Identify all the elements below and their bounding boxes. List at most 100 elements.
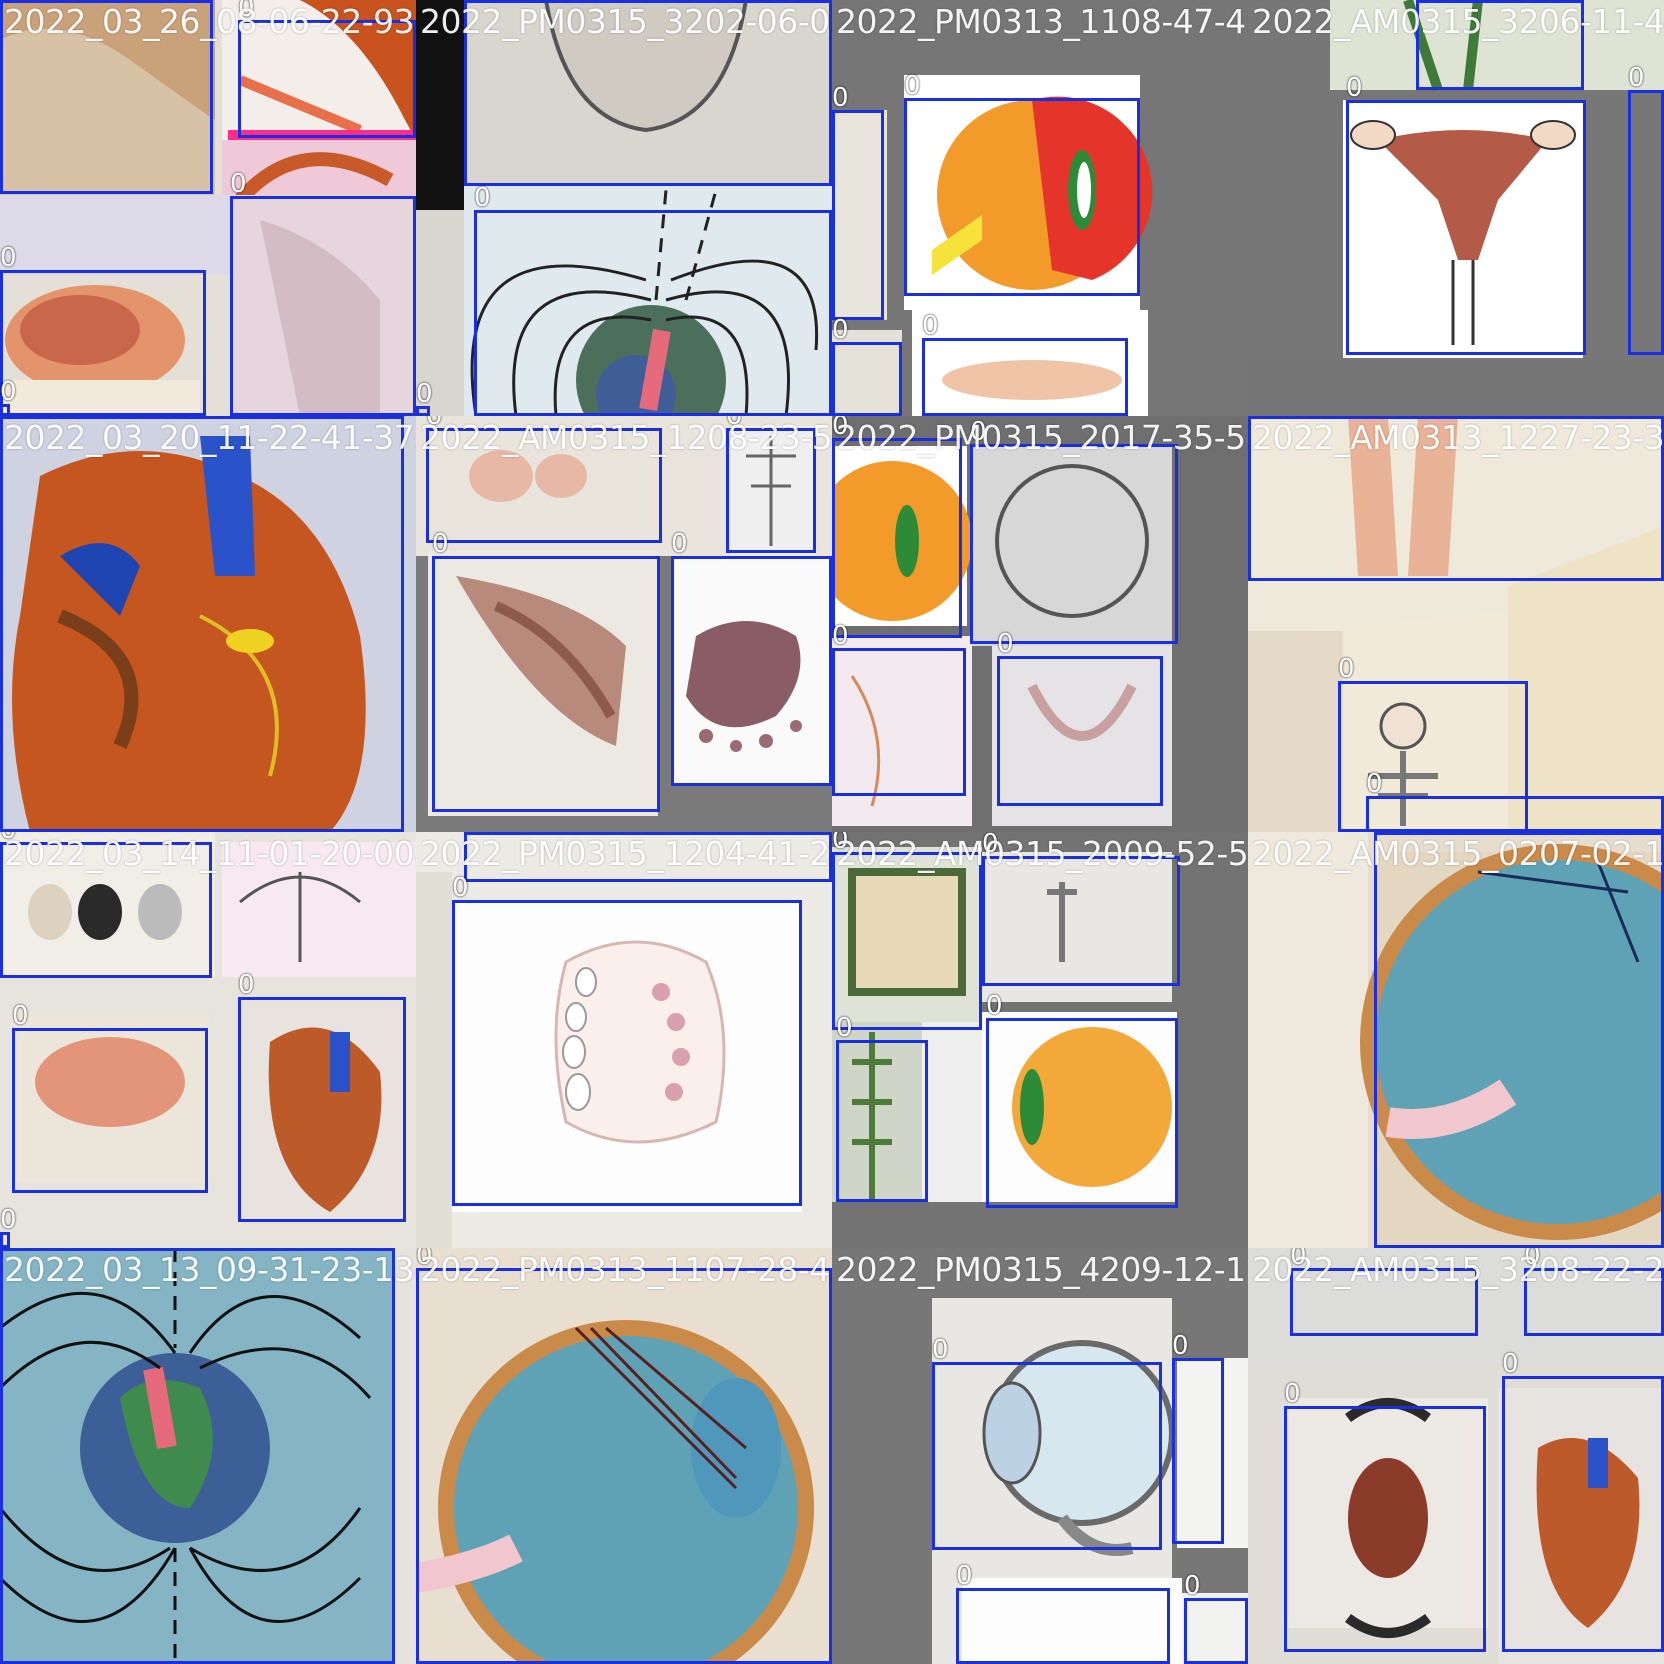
tile-12-photo <box>0 1248 416 1664</box>
tile-title: 2022_AM0315_2009-52-53-8846 <box>836 834 1248 873</box>
class-label: 0 <box>474 183 491 213</box>
detection-box: 0 <box>832 621 966 796</box>
detection-box: 0 <box>1248 416 1664 581</box>
tile-3: 2022_AM0315_3206-11-44-5 0 0 0 <box>1248 0 1664 416</box>
tile-6: 2022_PM0315_2017-35-52-5017 0 0 0 0 <box>832 416 1248 832</box>
class-label: 0 <box>1172 1331 1189 1361</box>
tile-0: 2022_03_26_08-06-22-9338 0 0 0 0 0 <box>0 0 416 416</box>
class-label: 0 <box>0 243 17 273</box>
class-label: 0 <box>452 873 469 903</box>
detection-box: 0 <box>238 0 416 138</box>
class-label: 0 <box>1628 63 1645 93</box>
detection-box: 0 <box>1416 0 1584 90</box>
class-label: 0 <box>0 377 17 407</box>
detection-box: 0 <box>0 1205 17 1248</box>
tile-title: 2022_AM0315_1208-23-57-1419 <box>420 418 832 457</box>
tile-1: 2022_PM0315_3202-06-05-7180 0 0 0 <box>416 0 832 416</box>
tile-14-photo <box>832 1248 1248 1664</box>
tile-4-photo <box>0 416 416 832</box>
tile-6-photo <box>832 416 1248 832</box>
class-label: 0 <box>904 71 921 101</box>
tile-title: 2022_PM0315_4209-12-17-0462 <box>836 1250 1248 1289</box>
detection-box: 0 <box>238 970 406 1222</box>
tile-title: 2022_03_13_09-31-23-134 <box>4 1250 416 1289</box>
detection-box: 0 <box>1184 1571 1248 1664</box>
class-label: 0 <box>1416 0 1433 3</box>
class-label: 0 <box>426 416 443 431</box>
class-label: 0 <box>416 1248 433 1271</box>
tile-12: 2022_03_13_09-31-23-134 0 <box>0 1248 416 1664</box>
detection-box: 0 <box>452 873 802 1206</box>
tile-title: 2022_AM0313_1227-23-34-30 <box>1252 418 1664 457</box>
detection-box: 0 <box>832 83 884 320</box>
detection-box: 0 <box>932 1335 1162 1550</box>
tile-3-photo <box>1248 0 1664 416</box>
class-label: 0 <box>1524 1248 1541 1271</box>
tile-8-photo <box>0 832 416 1248</box>
tile-title: 2022_PM0313_1108-47-45-7760 <box>836 2 1248 41</box>
class-label: 0 <box>238 0 255 23</box>
class-label: 0 <box>464 0 481 3</box>
class-label: 0 <box>238 970 255 1000</box>
detection-box: 0 <box>982 832 1180 986</box>
class-label: 0 <box>1248 416 1265 419</box>
tile-title: 2022_AM0315_0207-02-18-4362 <box>1252 834 1664 873</box>
detection-box: 0 <box>1284 1379 1486 1652</box>
class-label: 0 <box>1284 1379 1301 1409</box>
tile-9: 2022_PM0315_1204-41-22-6792 0 0 <box>416 832 832 1248</box>
class-label: 0 <box>922 311 939 341</box>
class-label: 0 <box>836 1013 853 1043</box>
detection-box: 0 <box>1524 1248 1664 1336</box>
tile-10: 2022_AM0315_2009-52-53-8846 0 0 0 0 <box>832 832 1248 1248</box>
detection-box: 0 <box>0 832 212 978</box>
detection-box: 0 <box>1366 769 1664 832</box>
detection-box: 0 <box>832 416 962 638</box>
tile-title: 2022_PM0315_2017-35-52-5017 <box>836 418 1248 457</box>
tile-11-photo <box>1248 832 1664 1248</box>
class-label: 0 <box>432 529 449 559</box>
detection-box: 0 <box>1374 832 1664 1248</box>
detection-box: 0 <box>1346 73 1586 355</box>
detection-box: 0 <box>832 315 902 416</box>
detection-box: 0 <box>464 832 832 882</box>
class-label: 0 <box>832 315 849 345</box>
tile-8: 2022_03_14_11-01-20-0080 0 0 0 0 <box>0 832 416 1248</box>
detection-box: 0 <box>464 0 832 186</box>
detection-box: 0 <box>904 71 1140 296</box>
class-label: 0 <box>1502 1349 1519 1379</box>
class-label: 0 <box>0 1205 17 1235</box>
tile-15: 2022_AM0315_3208-22-23-6099 0 0 0 0 <box>1248 1248 1664 1664</box>
tile-14: 2022_PM0315_4209-12-17-0462 0 0 0 0 <box>832 1248 1248 1664</box>
class-label: 0 <box>982 832 999 859</box>
detection-box: 0 <box>0 416 404 832</box>
detection-box: 0 <box>0 0 213 194</box>
class-label: 0 <box>230 169 247 199</box>
detection-box: 0 <box>432 529 660 812</box>
tile-title: 2022_AM0315_3208-22-23-6099 <box>1252 1250 1664 1289</box>
tile-13: 2022_PM0313_1107-28-43-5213 0 <box>416 1248 832 1664</box>
tile-4: 2022_03_20_11-22-41-3730 0 <box>0 416 416 832</box>
tile-title: 2022_AM0315_3206-11-44-5 <box>1252 2 1664 41</box>
class-label: 0 <box>0 0 17 3</box>
detection-box: 0 <box>0 377 17 416</box>
detection-box: 0 <box>726 416 816 553</box>
detection-box: 0 <box>970 417 1178 644</box>
tile-15-photo <box>1248 1248 1664 1664</box>
class-label: 0 <box>0 416 17 419</box>
class-label: 0 <box>1338 654 1355 684</box>
tile-11: 2022_AM0315_0207-02-18-4362 0 <box>1248 832 1664 1248</box>
tile-10-photo <box>832 832 1248 1248</box>
class-label: 0 <box>956 1561 973 1591</box>
detection-box: 0 <box>1290 1248 1478 1336</box>
tile-title: 2022_03_14_11-01-20-0080 <box>4 834 416 873</box>
class-label: 0 <box>832 832 849 855</box>
detection-box: 0 <box>922 311 1128 416</box>
class-label: 0 <box>0 1248 17 1251</box>
detection-box: 0 <box>1502 1349 1664 1652</box>
class-label: 0 <box>832 83 849 113</box>
detection-box: 0 <box>0 1248 395 1664</box>
detection-box: 0 <box>416 379 433 416</box>
detection-box: 0 <box>986 991 1178 1208</box>
tile-7-photo <box>1248 416 1664 832</box>
